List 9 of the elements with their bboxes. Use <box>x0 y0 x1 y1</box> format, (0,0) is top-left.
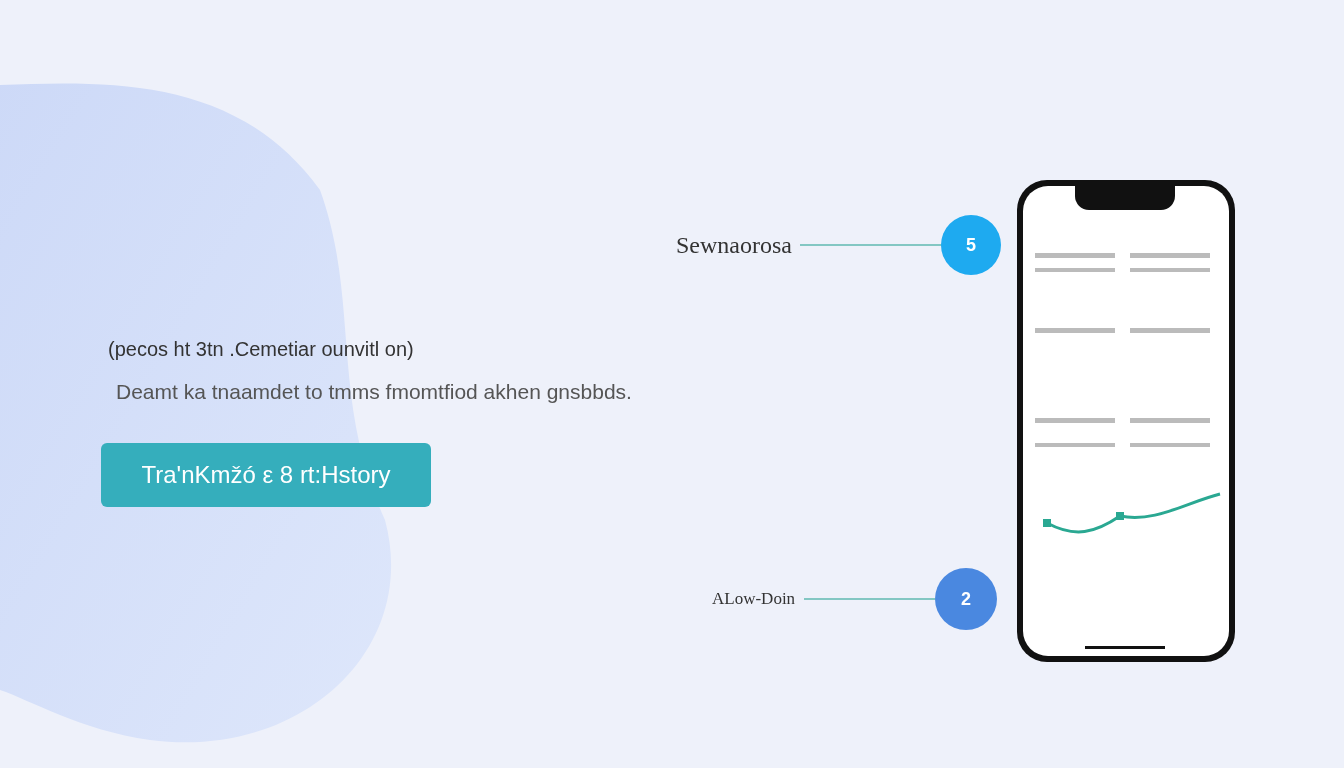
callout-label: ALow-Doin <box>712 586 802 612</box>
subtitle-text: (pecos ht 3tn .Cemetiar ounvitl on) <box>108 338 414 361</box>
callout-number: 2 <box>935 568 997 630</box>
description-text: Deamt ka tnaamdet to tmms fmomtfiod akhen gnsbbds. <box>116 380 632 404</box>
leader-line <box>803 598 936 600</box>
history-button: Tra'nKmžó ε 8 rt:Hstory <box>101 443 431 507</box>
callout-number: 5 <box>941 215 1001 275</box>
callout-label: Sewnaorosa <box>676 228 798 262</box>
leader-line <box>799 244 942 246</box>
